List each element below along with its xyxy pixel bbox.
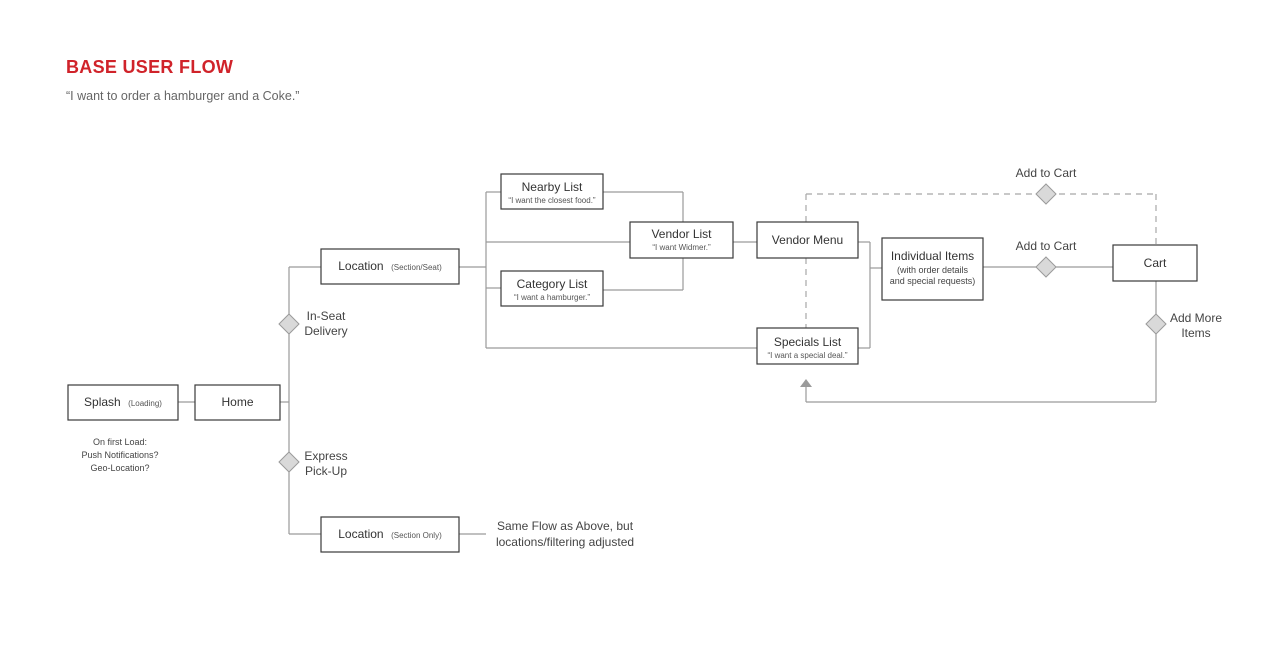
location-seat-sub: (Section/Seat)	[391, 263, 442, 272]
same-flow-note-2: locations/filtering adjusted	[496, 535, 634, 549]
same-flow-note-1: Same Flow as Above, but	[497, 519, 634, 533]
category-list-node[interactable]: Category List “I want a hamburger.”	[500, 270, 604, 307]
first-load-note-2: Push Notifications?	[81, 450, 158, 460]
location-section-label: Location	[338, 527, 383, 541]
svg-text:Location (Section/Seat): Location (Section/Seat)	[338, 257, 442, 274]
page-title: BASE USER FLOW	[66, 57, 234, 77]
specials-list-label: Specials List	[774, 335, 842, 349]
location-section-sub: (Section Only)	[391, 531, 442, 540]
add-to-cart-top-diamond	[1035, 183, 1057, 205]
add-to-cart-top-label: Add to Cart	[1016, 166, 1077, 180]
specials-list-node[interactable]: Specials List “I want a special deal.”	[756, 327, 859, 365]
nearby-list-node[interactable]: Nearby List “I want the closest food.”	[500, 173, 604, 210]
specials-list-sub: “I want a special deal.”	[767, 351, 847, 360]
express-label-2: Pick-Up	[305, 464, 347, 478]
nearby-list-label: Nearby List	[522, 180, 583, 194]
vendor-list-node[interactable]: Vendor List “I want Widmer.”	[629, 221, 734, 259]
in-seat-label-2: Delivery	[304, 324, 347, 338]
category-list-sub: “I want a hamburger.”	[514, 293, 590, 302]
express-diamond	[278, 451, 300, 473]
add-to-cart-label: Add to Cart	[1016, 239, 1077, 253]
vendor-menu-node[interactable]: Vendor Menu	[756, 221, 859, 259]
vendor-list-sub: “I want Widmer.”	[652, 243, 711, 252]
first-load-note-3: Geo-Location?	[90, 463, 149, 473]
connectors	[178, 191, 1157, 535]
express-label-1: Express	[304, 449, 347, 463]
cart-node[interactable]: Cart	[1112, 244, 1198, 282]
home-label: Home	[221, 395, 253, 409]
dashed-connectors	[805, 193, 1157, 328]
vendor-list-label: Vendor List	[651, 227, 712, 241]
decision-diamonds	[278, 183, 1167, 473]
splash-label: Splash	[84, 395, 121, 409]
svg-text:Location (Section Only): Location (Section Only)	[338, 525, 442, 542]
nearby-list-sub: “I want the closest food.”	[508, 196, 595, 205]
vendor-menu-label: Vendor Menu	[772, 233, 843, 247]
category-list-label: Category List	[517, 277, 588, 291]
splash-sub: (Loading)	[128, 399, 162, 408]
add-more-label-2: Items	[1181, 326, 1210, 340]
cart-label: Cart	[1144, 256, 1167, 270]
location-seat-label: Location	[338, 259, 383, 273]
first-load-note-1: On first Load:	[93, 437, 147, 447]
splash-node[interactable]: Splash (Loading)	[67, 384, 179, 421]
individual-items-label: Individual Items	[891, 249, 974, 263]
location-seat-node[interactable]: Location (Section/Seat)	[320, 248, 460, 285]
home-node[interactable]: Home	[194, 384, 281, 421]
add-to-cart-diamond	[1035, 256, 1057, 278]
individual-items-node[interactable]: Individual Items (with order details and…	[881, 237, 984, 301]
individual-items-sub1: (with order details	[897, 265, 969, 275]
add-more-items-diamond	[1145, 313, 1167, 335]
in-seat-label-1: In-Seat	[307, 309, 346, 323]
location-section-node[interactable]: Location (Section Only)	[320, 516, 460, 553]
svg-text:Splash (Loading): Splash (Loading)	[84, 393, 162, 410]
add-more-label-1: Add More	[1170, 311, 1222, 325]
individual-items-sub2: and special requests)	[890, 276, 976, 286]
in-seat-diamond	[278, 313, 300, 335]
page-subtitle: “I want to order a hamburger and a Coke.…	[66, 89, 300, 103]
